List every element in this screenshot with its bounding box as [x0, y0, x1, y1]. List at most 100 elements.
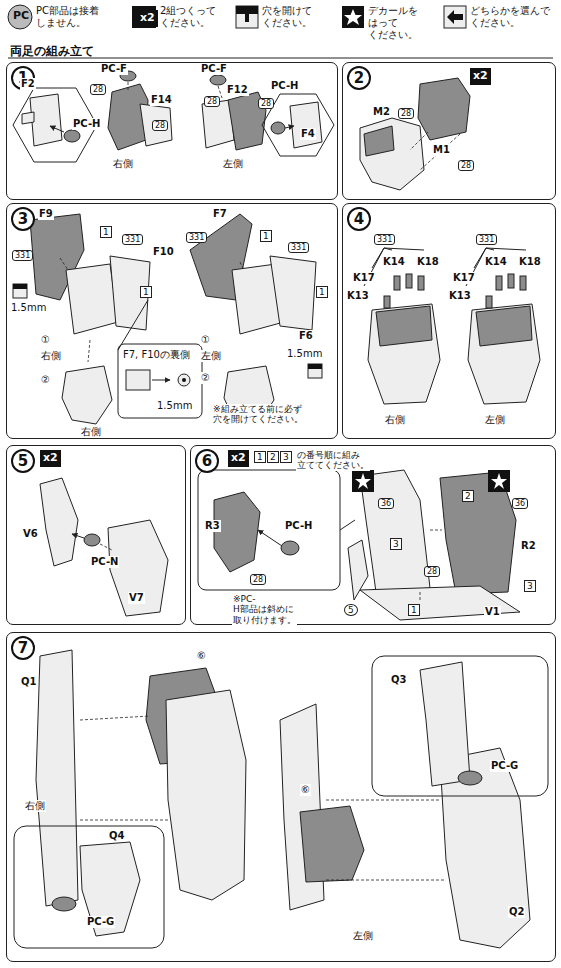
- part-name: 左側: [352, 930, 374, 942]
- color-code: 28: [258, 98, 274, 109]
- part-name: K18: [416, 256, 440, 268]
- part-name: 右側: [40, 350, 62, 362]
- part-name: F7: [212, 208, 228, 220]
- callout-number: 3: [524, 580, 536, 592]
- legend-text: どちらかを選んで ください。: [470, 5, 550, 29]
- part-name: PC-F: [100, 63, 128, 75]
- step-panel: 2: [342, 62, 556, 200]
- part-name: ⑥: [300, 784, 311, 796]
- part-name: Q2: [508, 906, 525, 918]
- legend-text: デカールを はって ください。: [368, 5, 418, 41]
- part-name: F10: [152, 246, 175, 258]
- color-code: 28: [90, 84, 106, 95]
- part-name: 左側: [484, 414, 506, 426]
- section-title: 両足の組み立て: [10, 43, 94, 60]
- part-name: PC-N: [90, 556, 119, 568]
- legend-text: PC部品は接着 しません。: [36, 5, 99, 29]
- part-name: V6: [22, 528, 39, 540]
- note-text: ※組み立てる前に必ず 穴を開けてください。: [212, 404, 304, 425]
- part-name: F7, F10の裏側: [122, 349, 191, 361]
- callout-number: 2: [267, 451, 279, 463]
- note-text: ※PC-H部品は斜めに 取り付けます。: [232, 594, 297, 625]
- color-code: 331: [122, 234, 143, 245]
- part-name: PC-G: [86, 916, 115, 928]
- step-number: 7: [11, 636, 35, 660]
- part-name: Q4: [108, 830, 125, 842]
- color-code: 331: [476, 234, 497, 245]
- callout-number: 1: [254, 451, 266, 463]
- part-name: K13: [448, 290, 472, 302]
- part-name: R3: [204, 520, 221, 532]
- quantity-mark: x2: [228, 450, 249, 467]
- step-number: 2: [347, 66, 371, 90]
- step-number: 4: [347, 207, 371, 231]
- part-name: V1: [484, 606, 501, 618]
- part-name: PC-G: [490, 760, 519, 772]
- part-name: PC-H: [284, 520, 313, 532]
- part-name: 1.5mm: [286, 348, 323, 360]
- callout-number: 2: [462, 490, 474, 502]
- callout-number: 1: [140, 286, 152, 298]
- part-name: Q3: [390, 674, 407, 686]
- part-name: K14: [382, 256, 406, 268]
- part-name: M2: [372, 106, 391, 118]
- part-name: R2: [520, 540, 537, 552]
- color-code: 28: [424, 566, 440, 577]
- part-name: ⑥: [196, 650, 207, 662]
- color-code: 331: [186, 232, 207, 243]
- quantity-mark: x2: [40, 450, 61, 467]
- part-name: PC-F: [200, 63, 228, 75]
- part-name: F12: [226, 84, 249, 96]
- callout-number: 1: [316, 286, 328, 298]
- icon-text: PC: [12, 10, 30, 23]
- callout-number: 3: [390, 538, 402, 550]
- part-name: F14: [150, 94, 173, 106]
- part-name: V7: [128, 592, 145, 604]
- part-name: K14: [484, 256, 508, 268]
- part-name: PC-H: [270, 80, 299, 92]
- part-name: K17: [352, 272, 376, 284]
- part-name: K17: [452, 272, 476, 284]
- part-name: Q1: [20, 676, 37, 688]
- part-name: M1: [432, 144, 451, 156]
- part-name: 1.5mm: [156, 400, 193, 412]
- part-name: F9: [38, 208, 54, 220]
- color-code: 28: [204, 96, 220, 107]
- callout-number: 5: [344, 604, 358, 616]
- part-name: 右側: [24, 800, 46, 812]
- color-code: 331: [288, 242, 309, 253]
- part-name: 左側: [222, 158, 244, 170]
- callout-number: 1: [260, 230, 272, 242]
- part-name: ①: [200, 334, 211, 346]
- color-code: 36: [512, 498, 528, 509]
- part-name: F6: [298, 330, 314, 342]
- color-code: 28: [152, 120, 168, 131]
- color-code: 331: [374, 234, 395, 245]
- color-code: 28: [250, 574, 266, 585]
- part-name: 右側: [112, 158, 134, 170]
- part-name: ②: [40, 374, 51, 386]
- legend-text: 2組つくって ください。: [160, 5, 216, 29]
- part-name: 右側: [80, 426, 102, 438]
- step-panel: 7: [6, 632, 556, 962]
- quantity-mark: x2: [137, 10, 158, 27]
- color-code: 331: [12, 250, 33, 261]
- step-number: 6: [195, 449, 219, 473]
- part-name: K13: [346, 290, 370, 302]
- quantity-mark: x2: [470, 68, 491, 85]
- part-name: 右側: [384, 414, 406, 426]
- callout-number: 1: [408, 604, 420, 616]
- color-code: 28: [458, 160, 474, 171]
- step-number: 3: [11, 207, 35, 231]
- part-name: F2: [20, 78, 36, 90]
- part-name: 左側: [200, 350, 222, 362]
- part-name: ①: [40, 334, 51, 346]
- part-name: K18: [518, 256, 542, 268]
- part-name: 1.5mm: [10, 302, 47, 314]
- callout-number: 1: [100, 226, 112, 238]
- color-code: 36: [378, 498, 394, 509]
- callout-number: 3: [280, 451, 292, 463]
